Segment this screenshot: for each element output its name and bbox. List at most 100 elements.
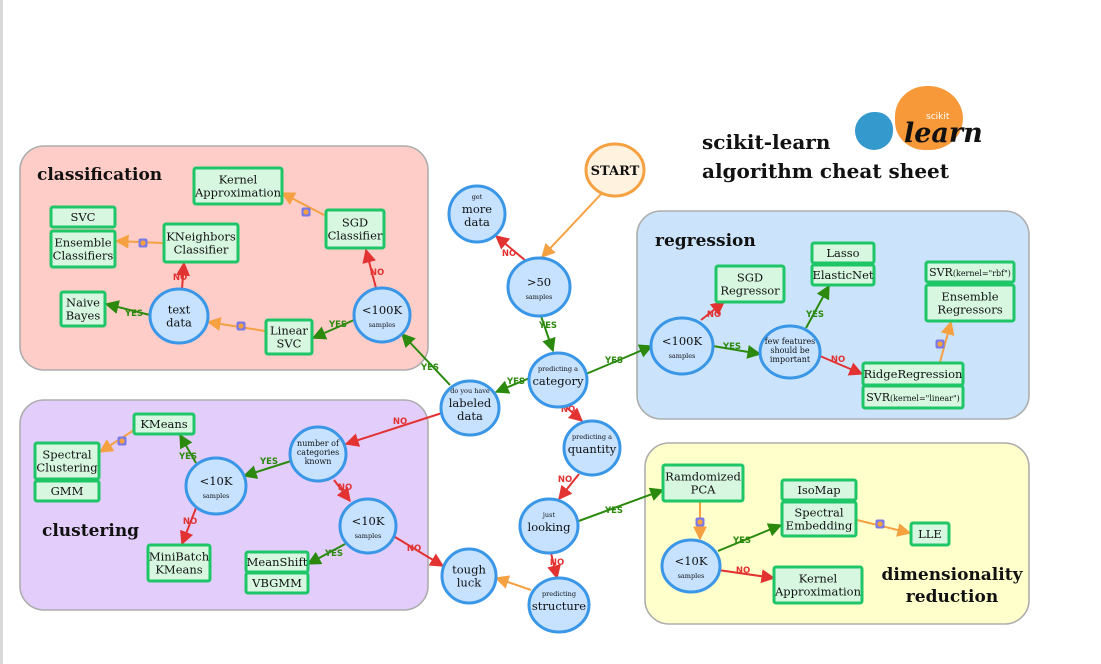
decision-ellipse xyxy=(439,379,501,437)
logo-small-text: scikit xyxy=(926,112,950,122)
edge-start-to-gt50 xyxy=(541,190,605,259)
estimator-text: PCA xyxy=(691,483,717,497)
yes-arrow xyxy=(712,344,762,359)
estimator-text: MeanShift xyxy=(247,555,308,569)
estimator-text: SVR(kernel="rbf") xyxy=(929,266,1011,279)
next-step-icon xyxy=(695,517,705,527)
estimator-gmm[interactable]: GMM xyxy=(33,479,101,503)
estimator-box xyxy=(192,166,284,206)
decision-reg_lt100k[interactable]: samples<100K xyxy=(649,316,715,376)
estimator-text: Kernel xyxy=(219,173,258,187)
no-label: NO xyxy=(736,566,750,576)
decision-ellipse xyxy=(338,497,398,555)
estimator-svr_rbf[interactable]: SVR(kernel="rbf") xyxy=(924,260,1016,284)
estimator-meanshift[interactable]: MeanShift xyxy=(244,550,310,574)
edge-dim_lt10k-to-kernel_approx_dim: NO xyxy=(717,566,776,584)
estimator-text: Lasso xyxy=(826,246,859,260)
edge-category-to-reg_lt100k: YES xyxy=(585,344,654,375)
no-arrow xyxy=(565,406,584,422)
yes-arrow xyxy=(242,460,292,479)
next-arrow xyxy=(98,429,135,453)
no-label: NO xyxy=(707,310,721,320)
start-ellipse xyxy=(584,142,646,198)
edge-sgd_clf-to-kernel_approx_clf xyxy=(280,192,325,217)
decision-gt50[interactable]: samples>50 xyxy=(506,256,572,318)
estimator-ridge[interactable]: RidgeRegression xyxy=(861,361,965,387)
no-label: NO xyxy=(502,249,516,259)
estimator-text: Bayes xyxy=(66,309,101,323)
no-label: NO xyxy=(558,475,572,485)
yes-label: YES xyxy=(328,320,347,330)
estimator-text: Spectral xyxy=(42,448,91,462)
estimator-box xyxy=(33,441,101,481)
decision-main-text: text xyxy=(168,303,191,317)
estimator-text: Ensemble xyxy=(54,236,111,250)
estimator-elasticnet[interactable]: ElasticNet xyxy=(810,263,876,287)
no-arrow xyxy=(333,479,351,503)
edge-ridge-to-svr_rbf xyxy=(935,320,955,363)
estimator-box xyxy=(810,241,876,265)
decision-ellipse xyxy=(352,286,412,344)
yes-label: YES xyxy=(506,377,525,387)
yes-arrow xyxy=(585,344,654,375)
estimator-box xyxy=(780,478,858,502)
next-step-icon xyxy=(935,339,945,349)
estimator-text: IsoMap xyxy=(797,483,840,497)
decision-clu_lt10k_a[interactable]: samples<10K xyxy=(184,456,248,516)
estimator-isomap[interactable]: IsoMap xyxy=(780,478,858,502)
estimator-kmeans[interactable]: KMeans xyxy=(132,412,196,436)
decision-clf_lt100k[interactable]: samples<100K xyxy=(352,286,412,344)
no-label: NO xyxy=(173,273,187,283)
yes-arrow xyxy=(306,543,346,565)
edge-few_features-to-ridge: NO xyxy=(819,355,864,376)
edge-few_features-to-lasso: YES xyxy=(805,284,830,329)
estimator-lle[interactable]: LLE xyxy=(909,521,951,547)
yes-label: YES xyxy=(124,309,143,319)
decision-dim_lt10k[interactable]: samples<10K xyxy=(660,538,722,594)
decision-ellipse xyxy=(649,316,715,376)
no-arrow xyxy=(176,261,191,290)
next-step-icon xyxy=(236,321,246,331)
start-node[interactable]: START xyxy=(584,142,646,198)
decision-clu_lt10k_b[interactable]: samples<10K xyxy=(338,497,398,555)
yes-arrow xyxy=(805,284,830,329)
decision-ellipse xyxy=(758,324,822,380)
estimator-svr_linear[interactable]: SVR(kernel="linear") xyxy=(861,384,965,410)
estimator-svc[interactable]: SVC xyxy=(49,205,117,229)
next-step-icon-dot xyxy=(937,341,943,347)
estimator-lasso[interactable]: Lasso xyxy=(810,241,876,265)
estimator-vbgmm[interactable]: VBGMM xyxy=(244,571,310,595)
no-arrow xyxy=(180,507,197,546)
next-arrow xyxy=(494,575,532,591)
decision-ellipse xyxy=(518,497,580,555)
decision-small-text: just xyxy=(542,511,556,519)
decision-text: should be xyxy=(770,346,810,355)
estimator-text: MiniBatch xyxy=(149,550,210,564)
decision-text: known xyxy=(305,457,332,466)
estimator-box xyxy=(810,263,876,287)
region-label: dimensionality xyxy=(882,565,1024,585)
